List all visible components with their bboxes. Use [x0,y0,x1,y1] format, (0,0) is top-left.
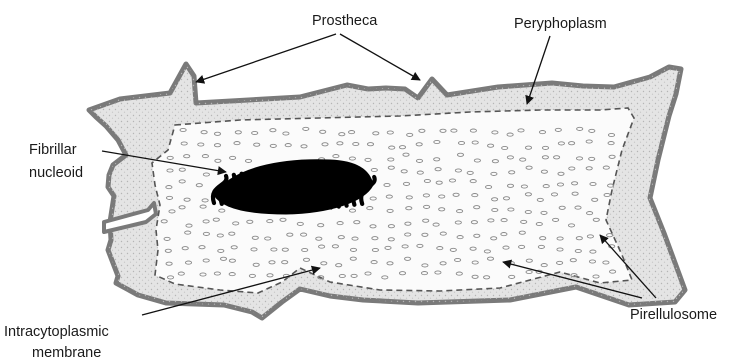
arrow-prostheca-left [196,34,336,82]
label-fibrillar-line2: nucleoid [29,165,83,181]
label-icm-line2: membrane [32,345,101,361]
label-pirellulosome: Pirellulosome [630,307,717,323]
label-icm-line1: Intracytoplasmic [4,324,109,340]
label-peryphoplasm: Peryphoplasm [514,16,607,32]
arrow-prostheca-right [340,34,420,80]
label-prostheca: Prostheca [312,13,378,29]
label-fibrillar-line1: Fibrillar [29,142,77,158]
